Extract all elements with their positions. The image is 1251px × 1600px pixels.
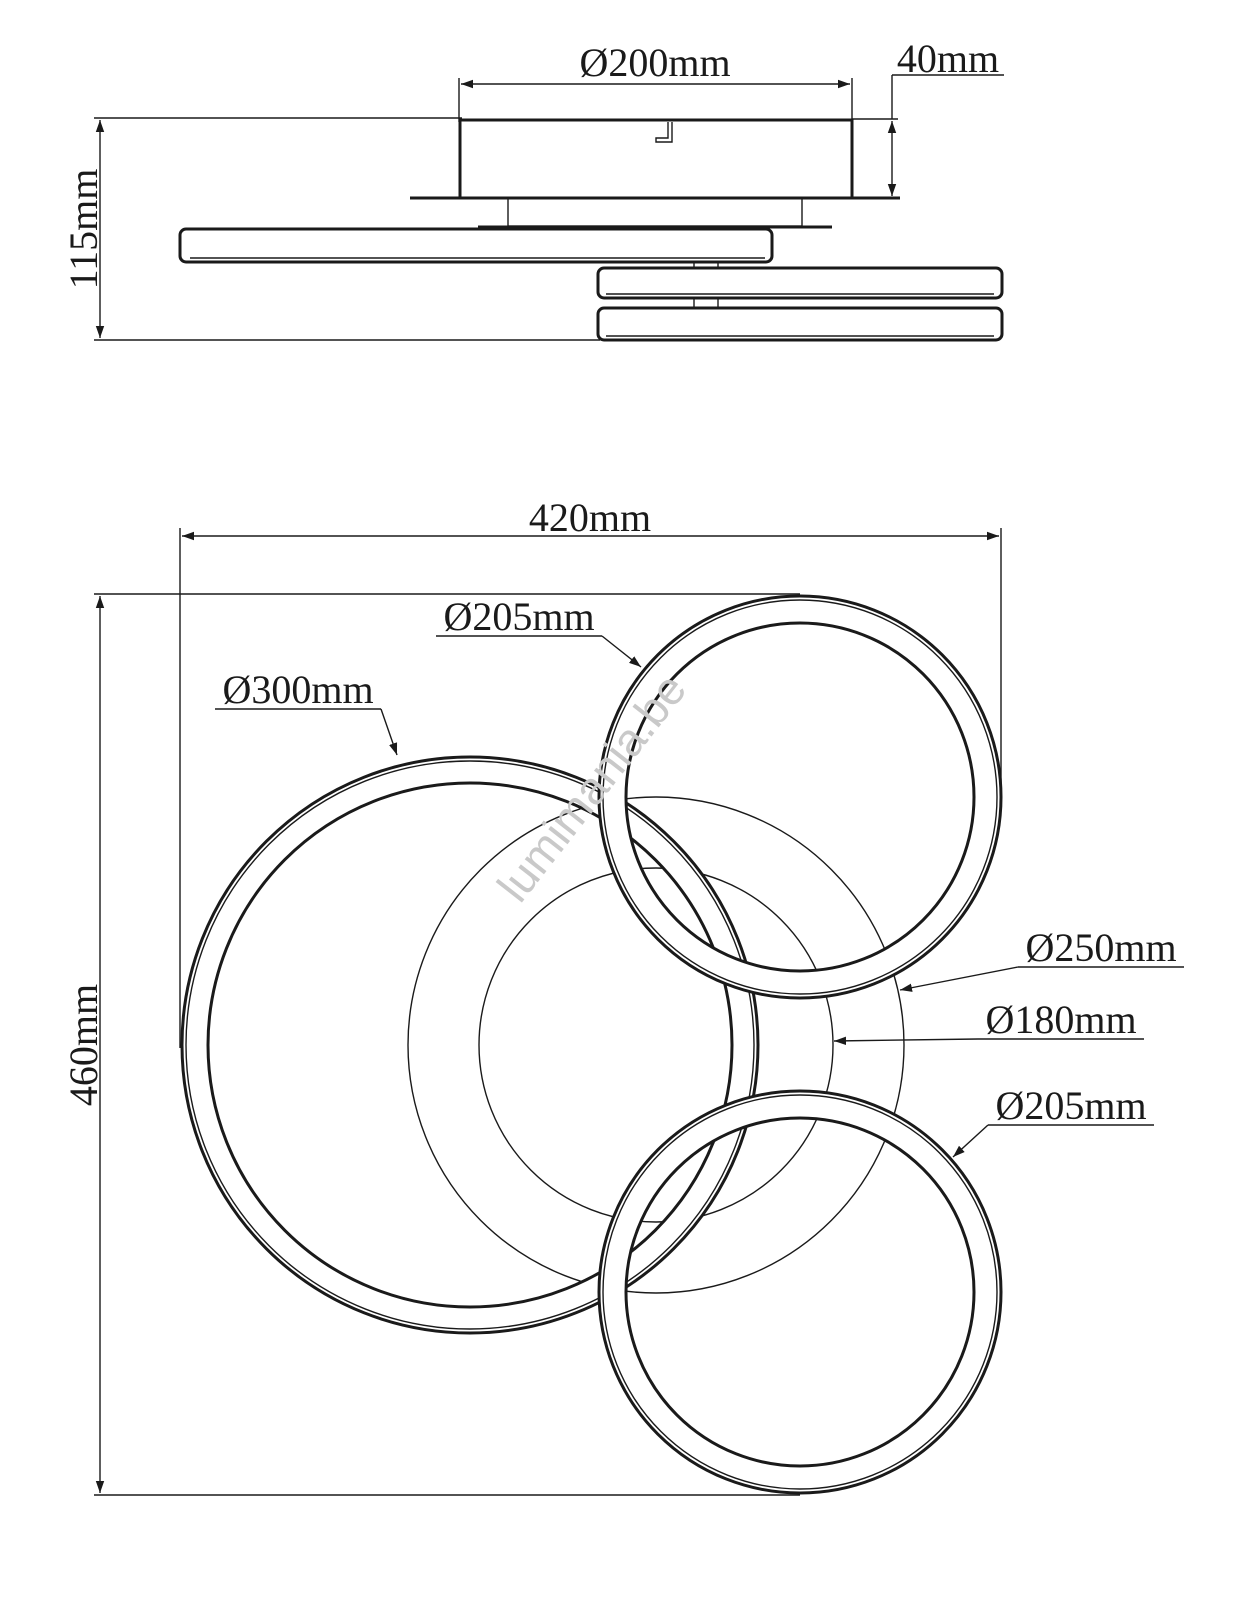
canopy-body <box>458 118 854 200</box>
leader-ring-lower <box>952 1124 989 1158</box>
label-disc-inner: Ø180mm <box>985 997 1136 1042</box>
top-view: lumimania.be 420mm 460mm Ø205mm Ø300mm Ø… <box>61 495 1184 1496</box>
label-total-height: 115mm <box>61 169 106 290</box>
leader-ring-large <box>380 708 398 756</box>
label-canopy-height: 40mm <box>897 36 999 81</box>
canopy-slot <box>655 122 673 143</box>
disc-outer <box>407 796 905 1294</box>
side-view: Ø200mm 40mm 115mm <box>61 36 1004 342</box>
disc-inner <box>478 867 834 1223</box>
ring-upper-side <box>596 266 1004 300</box>
leader-disc-outer <box>899 966 1019 992</box>
leader-ring-upper <box>601 635 642 668</box>
canopy-stem <box>507 197 803 227</box>
label-total-height-top: 460mm <box>61 984 106 1106</box>
ring-large-side <box>178 227 774 264</box>
label-ring-upper: Ø205mm <box>443 594 594 639</box>
ring-lower-side <box>596 306 1004 342</box>
label-disc-outer: Ø250mm <box>1025 925 1176 970</box>
label-ring-large: Ø300mm <box>222 667 373 712</box>
ring-large <box>180 755 760 1335</box>
label-diameter-top: Ø200mm <box>579 40 730 85</box>
label-total-width: 420mm <box>529 495 651 540</box>
ring-lower <box>597 1089 1003 1495</box>
label-ring-lower: Ø205mm <box>995 1083 1146 1128</box>
leader-disc-inner <box>833 1036 979 1046</box>
